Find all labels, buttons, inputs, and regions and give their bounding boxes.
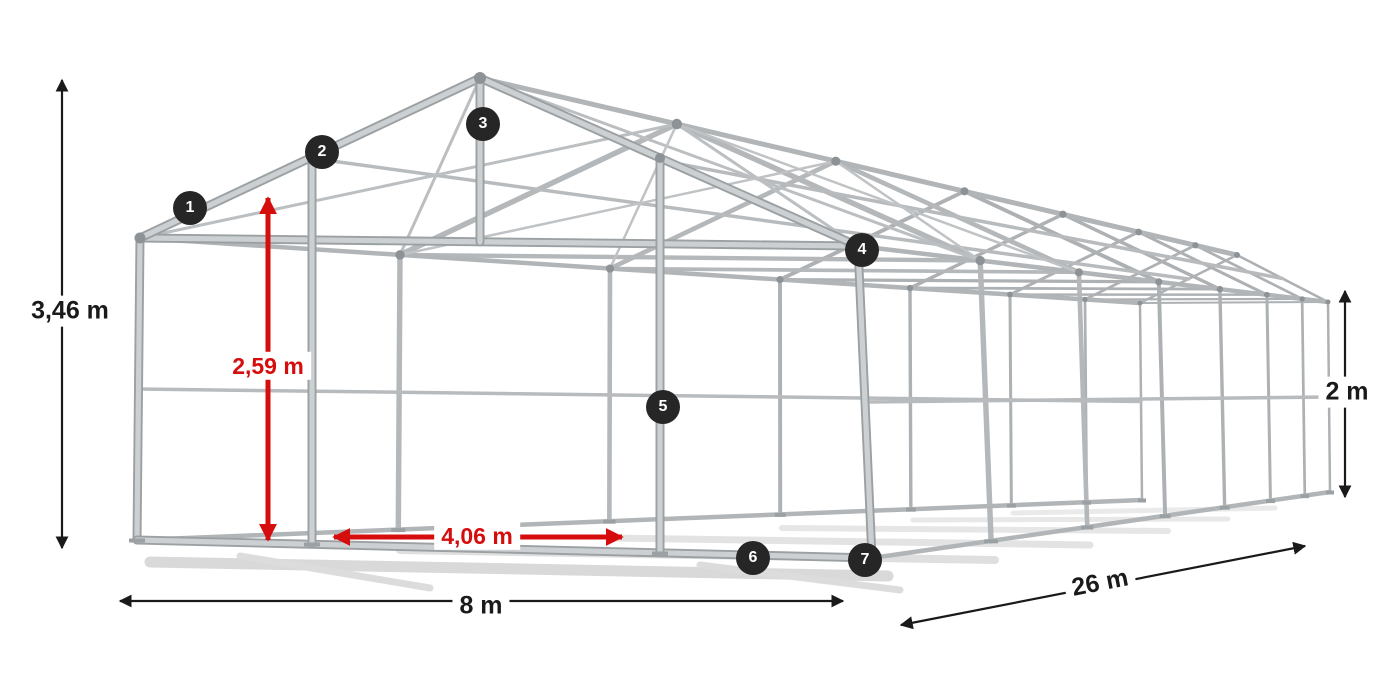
frame-joint: [395, 250, 405, 260]
frame-tube: [477, 75, 1240, 258]
frame-joint: [1007, 291, 1013, 298]
frame-tube: [675, 122, 1081, 274]
base-plate: [1082, 500, 1091, 505]
frame-joint: [1299, 296, 1305, 302]
frame-joint: [906, 284, 914, 292]
frame-joint: [1216, 285, 1224, 293]
base-plate: [1159, 514, 1171, 519]
frame-joint: [655, 153, 665, 163]
base-plate: [1326, 490, 1334, 495]
frame-joint: [605, 264, 615, 273]
frame-tube: [863, 395, 1331, 404]
base-plate: [1081, 525, 1094, 530]
base-plate: [603, 519, 616, 524]
frame-joint: [671, 118, 683, 130]
frame-joint: [1082, 296, 1088, 303]
frame-tube: [778, 278, 1161, 284]
frame-tube: [137, 235, 1143, 306]
base-plate: [1219, 505, 1230, 510]
frame-tube: [675, 122, 860, 248]
base-plate: [774, 512, 786, 517]
base-plate: [1265, 499, 1275, 504]
base-plate: [304, 542, 320, 547]
frame-joint: [776, 276, 784, 284]
dimension-label-entrance-height: 2,59 m: [225, 351, 311, 381]
frame-tube: [855, 243, 1331, 305]
frame-joint: [975, 255, 985, 266]
callout-badge-2: 2: [305, 135, 339, 169]
callout-badge-4: 4: [845, 233, 879, 267]
frame-joint: [1264, 291, 1270, 298]
frame-joint: [134, 232, 146, 244]
frame-tube: [477, 75, 861, 249]
frame-joint: [474, 72, 486, 84]
callout-badge-3: 3: [466, 107, 500, 141]
base-plate: [905, 507, 916, 512]
base-plate: [1006, 503, 1016, 508]
base-plate: [391, 528, 406, 533]
dimension-label-entrance-width: 4,06 m: [434, 521, 520, 551]
frame-joint: [1155, 278, 1163, 286]
dimension-label-width: 8 m: [452, 590, 510, 622]
frame-tube: [667, 160, 1285, 281]
frame-joint: [1192, 242, 1199, 249]
base-plate: [1138, 498, 1146, 503]
frame-tube: [1139, 301, 1329, 304]
frame-tube: [608, 266, 1081, 275]
frame-joint: [1325, 299, 1331, 305]
frame-joint: [1135, 228, 1142, 236]
callout-badge-1: 1: [173, 191, 207, 225]
frame-tube: [397, 252, 983, 263]
base-plate: [1300, 494, 1310, 499]
frame-tube: [478, 76, 982, 263]
dimension-label-side-height: 2 m: [1318, 376, 1376, 408]
frame-joint: [960, 187, 969, 196]
frame-joint: [1137, 300, 1143, 306]
callout-badge-7: 7: [848, 543, 882, 577]
frame-tube: [908, 286, 1222, 291]
frame-tube: [855, 243, 875, 561]
base-plate: [129, 538, 145, 543]
frame-tube: [398, 76, 482, 257]
base-plate: [652, 551, 668, 556]
frame-tube: [138, 122, 679, 240]
frame-joint: [1074, 268, 1083, 277]
frame-joint: [1059, 210, 1067, 218]
frame-joint: [1234, 252, 1240, 258]
callout-badge-5: 5: [646, 390, 680, 424]
frame-joint: [831, 156, 841, 166]
frame-tube: [134, 497, 1145, 543]
frame-tube: [834, 159, 982, 262]
dimension-label-total-height: 3,46 m: [24, 295, 116, 327]
base-plate: [984, 539, 999, 544]
frame-tube: [134, 235, 143, 543]
callout-badge-6: 6: [736, 541, 770, 575]
